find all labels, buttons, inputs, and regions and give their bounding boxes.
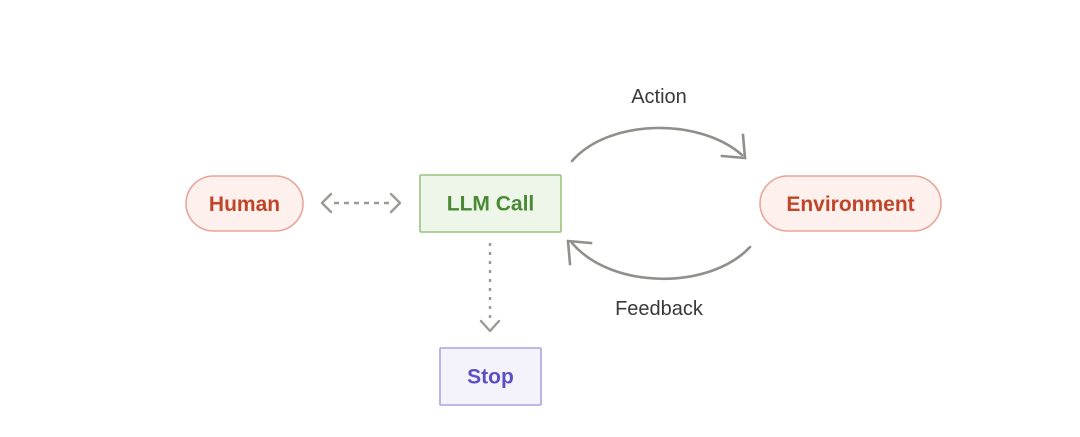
node-human-label: Human	[209, 193, 280, 216]
edge-label-feedback: Feedback	[615, 298, 704, 320]
node-human-shape[interactable]	[185, 175, 304, 232]
feedback-arrowhead-icon	[566, 239, 593, 266]
node-environment[interactable]: Environment	[759, 175, 942, 232]
edge-label-action: Action	[631, 86, 687, 108]
node-llm-call-label: LLM Call	[447, 193, 535, 216]
edge-feedback: Feedback	[566, 239, 752, 320]
action-arrowhead-icon	[720, 133, 747, 160]
node-human[interactable]: Human	[185, 175, 304, 232]
action-arc-path	[570, 126, 744, 163]
node-environment-shape[interactable]	[759, 175, 942, 232]
edge-human-llm	[320, 192, 402, 214]
node-stop[interactable]: Stop	[439, 347, 542, 406]
node-llm-call[interactable]: LLM Call	[419, 174, 562, 233]
feedback-arc-path	[570, 241, 752, 281]
node-environment-label: Environment	[786, 193, 914, 216]
node-stop-label: Stop	[467, 366, 514, 389]
llm-stop-arrowhead-icon	[479, 319, 501, 333]
node-stop-shape[interactable]	[439, 347, 542, 406]
edge-action: Action	[570, 86, 747, 163]
node-llm-call-shape[interactable]	[419, 174, 562, 233]
edge-llm-stop	[479, 243, 501, 333]
human-llm-right-chevron-icon	[389, 192, 402, 214]
human-llm-left-chevron-icon	[320, 192, 333, 214]
